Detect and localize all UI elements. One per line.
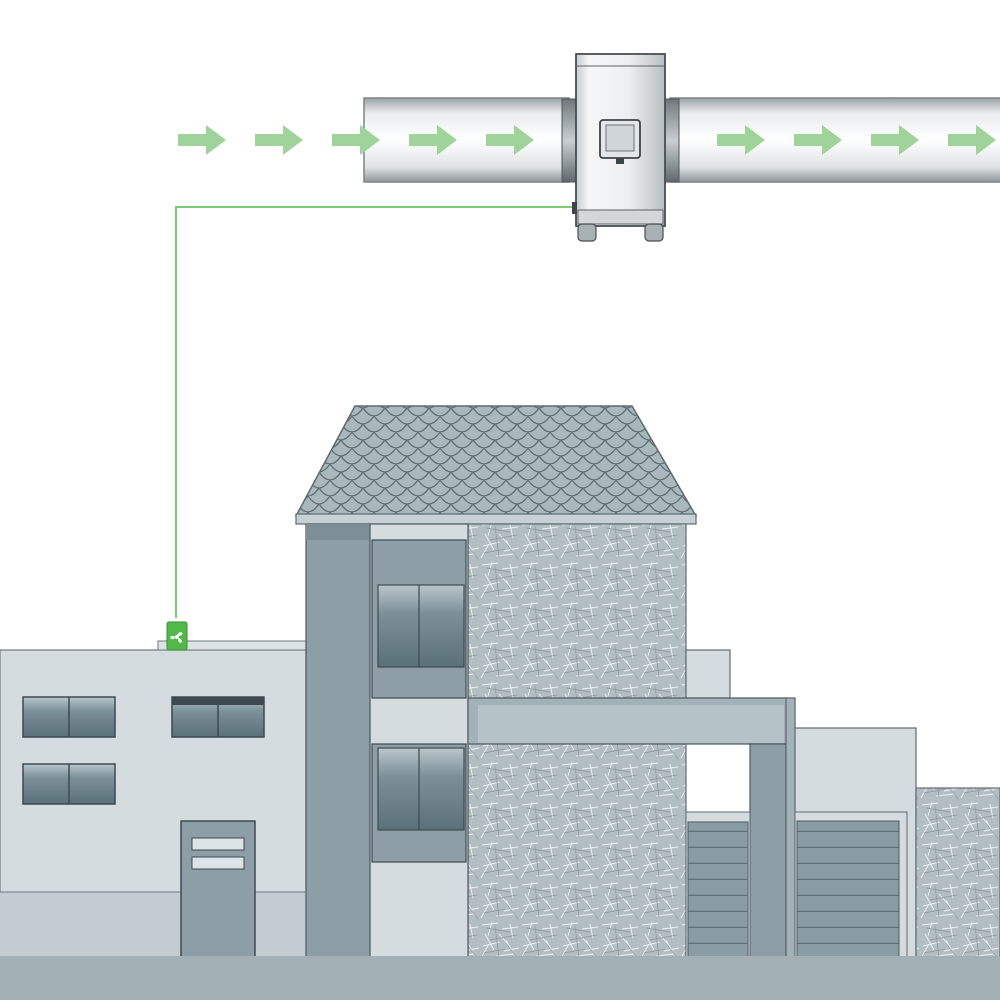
window (22, 763, 116, 805)
building-right (794, 727, 1000, 959)
airflow-arrows (178, 125, 996, 155)
arrow-right-icon (255, 125, 303, 155)
stone-wall (915, 787, 1000, 959)
unit-control-box (599, 119, 641, 164)
front-door (180, 820, 256, 959)
arrow-right-icon (332, 125, 380, 155)
ground (0, 956, 1000, 1000)
duct-flange-right (664, 98, 680, 183)
duct-pipe-left (363, 97, 570, 183)
window (371, 539, 467, 699)
signal-line (175, 206, 572, 618)
building-main (294, 405, 796, 959)
window (171, 696, 265, 738)
arrow-right-icon (409, 125, 457, 155)
unit-foot-right (644, 223, 664, 242)
duct-system (363, 53, 1000, 242)
garage-door (685, 811, 751, 959)
fan-icon (170, 632, 183, 643)
window (371, 743, 467, 863)
duct-flange-left (561, 98, 577, 183)
building-left (0, 640, 307, 959)
garage-door (794, 811, 908, 959)
arrow-right-icon (717, 125, 765, 155)
carport-canopy (467, 697, 796, 959)
arrow-right-icon (486, 125, 534, 155)
arrow-right-icon (794, 125, 842, 155)
arrow-right-icon (871, 125, 919, 155)
unit-foot-left (577, 223, 597, 242)
ventilation-unit (572, 53, 666, 242)
controller-device (166, 621, 188, 651)
arrow-right-icon (948, 125, 996, 155)
roof (294, 405, 698, 517)
window (22, 696, 116, 738)
arrow-right-icon (178, 125, 226, 155)
